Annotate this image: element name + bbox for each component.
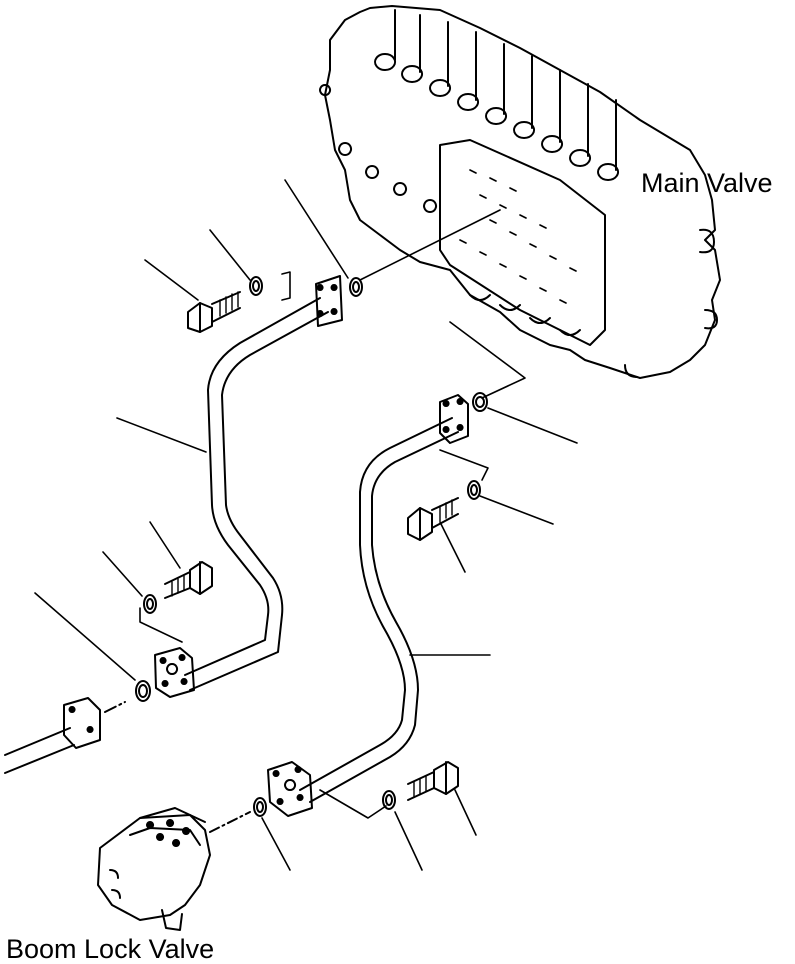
bolt-upper-left (188, 292, 240, 332)
pipe-stub-left (5, 698, 125, 773)
main-valve (320, 6, 720, 378)
o-ring-boom-lock (254, 798, 266, 816)
main-valve-label: Main Valve (641, 168, 773, 198)
leader-lines (35, 180, 577, 870)
upper-pipe-top-flange (316, 276, 342, 326)
bolt-right-lower (408, 762, 458, 800)
washer-lower-right (383, 791, 395, 809)
upper-pipe (185, 298, 328, 690)
o-ring-lower-left (136, 681, 150, 701)
lower-pipe (300, 418, 458, 802)
boom-lock-valve (98, 808, 250, 930)
bolt-middle-left (165, 562, 212, 598)
o-ring-lower-right-top (473, 393, 487, 411)
lower-pipe-top-flange (440, 395, 468, 443)
washer-middle-left (144, 595, 156, 613)
bolt-right-upper (408, 498, 458, 540)
washer-right (468, 481, 480, 499)
o-ring-upper (350, 278, 362, 296)
upper-pipe-bottom-flange (155, 648, 194, 697)
boom-lock-valve-label: Boom Lock Valve (6, 934, 215, 964)
washer-upper-left (250, 277, 262, 295)
lower-pipe-bottom-flange (268, 762, 312, 816)
